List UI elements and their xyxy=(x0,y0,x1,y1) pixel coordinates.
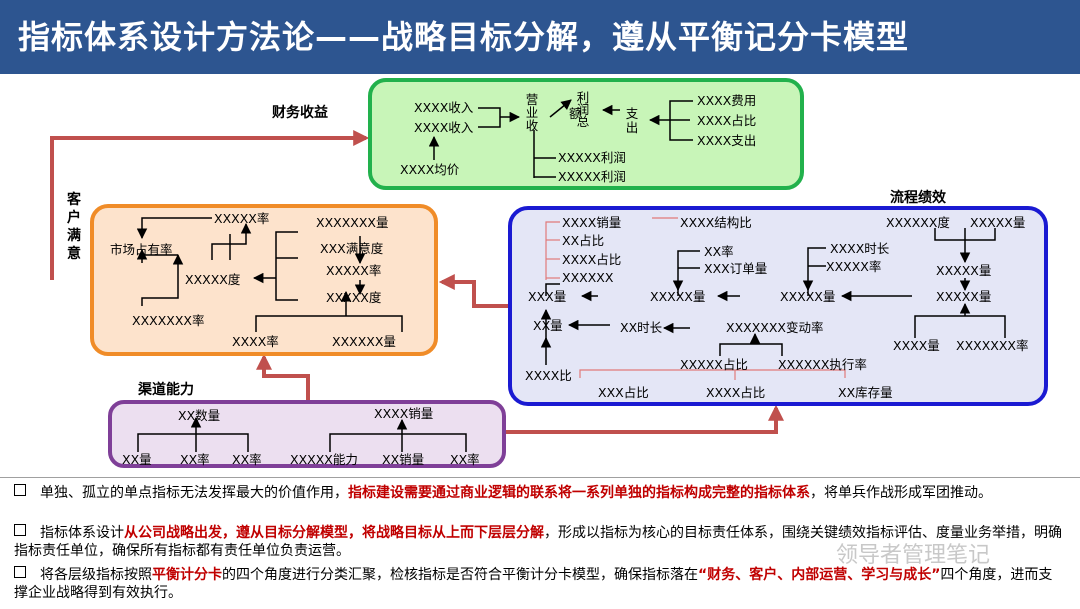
finance-income1: XXXX收入 xyxy=(414,100,474,115)
process-amount-r3: XXXXX量 xyxy=(936,289,991,304)
process-xxx-order: XXX订单量 xyxy=(704,261,767,276)
customer-rate-low: XXXX率 xyxy=(232,334,279,349)
bullet-square-icon xyxy=(14,484,26,496)
process-xxxxx-amount-a: XXXXX量 xyxy=(650,289,705,304)
process-xxxx-ratio: XXXX比 xyxy=(525,368,572,383)
note-2: 指标体系设计从公司战略出发，遵从目标分解模型，将战略目标从上而下层层分解，形成以… xyxy=(14,524,1062,559)
process-xxxxx-amount-b: XXXXX量 xyxy=(780,289,835,304)
perspective-links xyxy=(50,130,784,434)
finance-avg-price: XXXX均价 xyxy=(400,162,460,177)
finance-box xyxy=(368,78,804,190)
channel-xx-rate2: XX率 xyxy=(232,452,262,467)
customer-rate-top: XXXXX率 xyxy=(214,211,269,226)
note-1: 单独、孤立的单点指标无法发挥最大的价值作用，指标建设需要通过商业逻辑的联系将一系… xyxy=(14,484,1064,502)
process-xxxxxx: XXXXXX xyxy=(562,270,614,285)
channel-xx-count: XX数量 xyxy=(178,408,220,423)
process-pink-lines xyxy=(545,217,846,380)
process-xxx-share: XXX占比 xyxy=(598,385,649,400)
channel-to-process-arrow xyxy=(506,404,784,434)
customer-rate-mid: XXXXX率 xyxy=(326,263,381,278)
finance-cost1: XXXX费用 xyxy=(697,93,756,108)
process-amount-r2: XXXXX量 xyxy=(936,263,991,278)
process-xx-time: XX时长 xyxy=(620,320,663,335)
process-amount-r1: XXXXX量 xyxy=(970,215,1025,230)
finance-cost2: XXXX占比 xyxy=(697,113,756,128)
customer-share: 市场占有率 xyxy=(110,242,173,257)
channel-xx-rate3: XX率 xyxy=(450,452,480,467)
bullet-square-icon xyxy=(14,566,26,578)
channel-xxxx-sales: XXXX销量 xyxy=(374,406,433,421)
customer-amount-low: XXXXXX量 xyxy=(332,334,396,349)
channel-xx-sales: XX销量 xyxy=(382,452,424,467)
process-struct: XXXX结构比 xyxy=(680,215,752,230)
process-change-rate: XXXXXXX变动率 xyxy=(726,320,823,335)
title-bar: 指标体系设计方法论——战略目标分解，遵从平衡记分卡模型 xyxy=(0,0,1080,74)
label-customer-c3: 满 xyxy=(67,227,81,244)
process-xxxx-share2: XXXX占比 xyxy=(706,385,765,400)
customer-amount-top: XXXXXXX量 xyxy=(316,215,388,230)
process-xxx-amount: XXX量 xyxy=(528,289,566,304)
finance-profit: 利润总 xyxy=(577,90,590,129)
finance-revenue-c3: 收 xyxy=(526,118,539,133)
channel-lines xyxy=(137,416,467,452)
channel-to-customer-arrow xyxy=(256,353,310,400)
finance-revenue: 营业收 xyxy=(526,92,539,133)
process-xx-rate: XX率 xyxy=(704,244,734,259)
process-box xyxy=(508,206,1048,406)
customer-rate-bottom: XXXXXXX率 xyxy=(132,313,204,328)
finance-profit-e: 额 xyxy=(569,106,582,121)
finance-expense: 支出 xyxy=(626,106,639,135)
channel-xx-amount: XX量 xyxy=(122,452,152,467)
customer-box xyxy=(90,204,438,356)
customer-lines xyxy=(136,217,403,332)
note-3: 将各层级指标按照平衡计分卡的四个角度进行分类汇聚，检核指标是否符合平衡计分卡模型… xyxy=(14,566,1053,601)
finance-revenue-c2: 业 xyxy=(526,105,539,120)
channel-xx-rate1: XX率 xyxy=(180,452,210,467)
process-rate-r: XXXXXXX率 xyxy=(956,338,1028,353)
label-customer: 客户满意 xyxy=(66,191,82,262)
process-degree: XXXXXX度 xyxy=(886,215,950,230)
customer-to-finance-arrow xyxy=(50,130,370,280)
process-xxxx-share: XXXX占比 xyxy=(562,252,621,267)
process-xx-amount: XX量 xyxy=(533,318,563,333)
finance-revenue-c1: 营 xyxy=(526,92,539,107)
process-xxxxx-rate: XXXXX率 xyxy=(826,259,881,274)
process-xx-share: XX占比 xyxy=(562,233,604,248)
process-sales: XXXX销量 xyxy=(562,215,621,230)
finance-lines xyxy=(428,99,693,178)
process-xxxx-amount: XXXX量 xyxy=(893,338,940,353)
watermark: 领导者管理笔记 xyxy=(836,543,991,568)
customer-satisfaction: XXX满意度 xyxy=(320,241,384,256)
finance-profit2: XXXXX利润 xyxy=(558,169,626,184)
finance-cost3: XXXX支出 xyxy=(697,133,756,148)
process-lines xyxy=(540,228,1006,365)
channel-capability: XXXXX能力 xyxy=(290,452,358,467)
label-customer-c4: 意 xyxy=(67,245,81,262)
balanced-scorecard-diagram: XXXX收入 XXXX收入 XXXX均价 营业收 利润总 额 支出 XXXX费用… xyxy=(50,78,1048,468)
process-xxxxx-share: XXXXX占比 xyxy=(680,357,748,372)
bullet-square-icon xyxy=(14,524,26,536)
page-title: 指标体系设计方法论——战略目标分解，遵从平衡记分卡模型 xyxy=(18,18,910,56)
finance-income2: XXXX收入 xyxy=(414,120,474,135)
label-customer-c1: 客 xyxy=(66,191,82,208)
label-channel: 渠道能力 xyxy=(137,381,194,398)
label-finance: 财务收益 xyxy=(271,104,328,121)
process-xxxx-time: XXXX时长 xyxy=(830,241,890,256)
finance-profit1: XXXXX利润 xyxy=(558,150,626,165)
customer-degree2: XXXXX度 xyxy=(326,290,382,305)
label-customer-c2: 户 xyxy=(67,209,81,226)
process-stock: XX库存量 xyxy=(838,385,893,400)
channel-box xyxy=(108,400,506,468)
label-process: 流程绩效 xyxy=(890,189,947,206)
process-to-customer-arrow xyxy=(438,274,510,308)
process-exec-rate: XXXXXX执行率 xyxy=(778,357,867,372)
customer-degree: XXXXX度 xyxy=(185,272,241,287)
notes-panel: 单独、孤立的单点指标无法发挥最大的价值作用，指标建设需要通过商业逻辑的联系将一系… xyxy=(0,477,1080,609)
